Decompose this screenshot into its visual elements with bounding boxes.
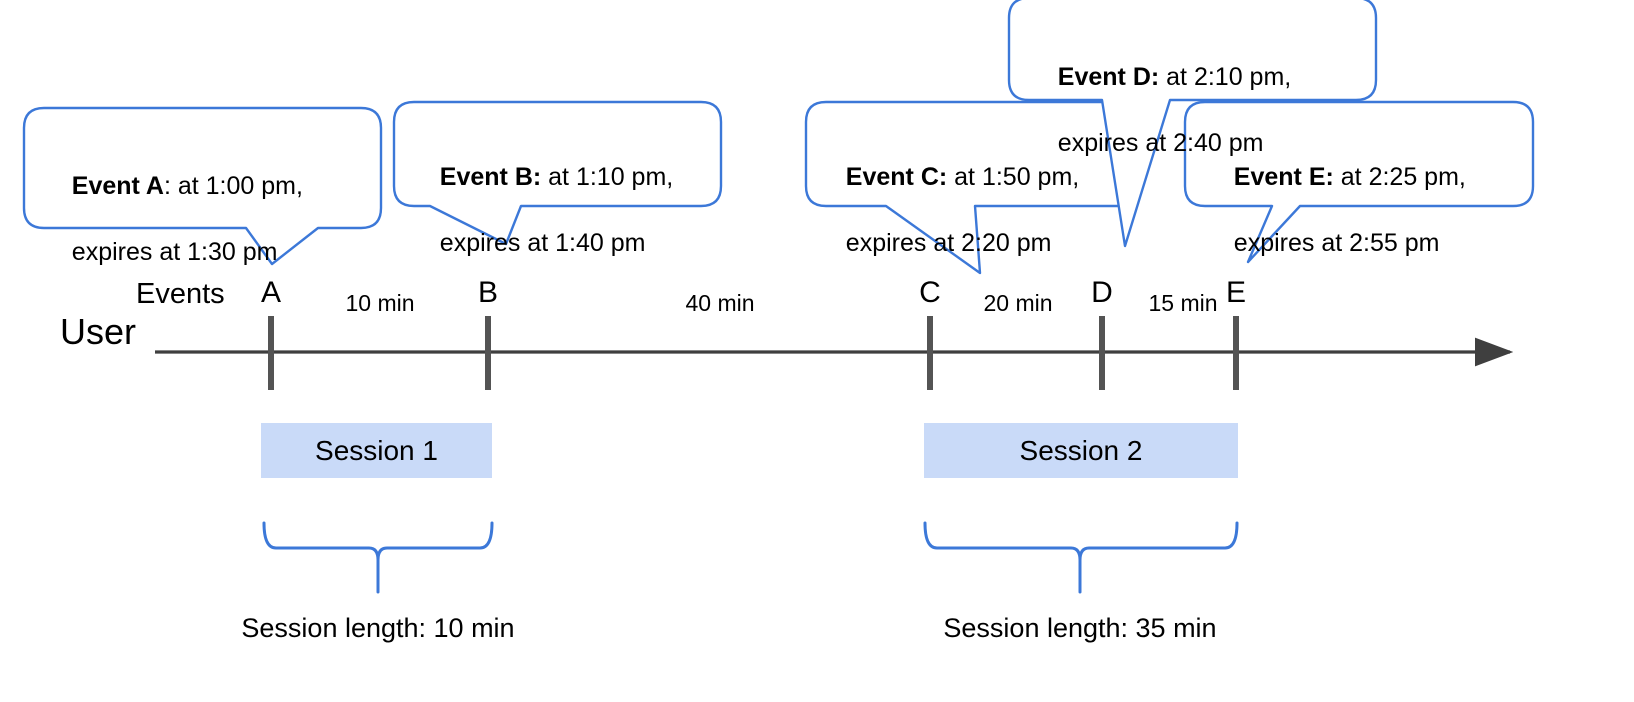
session-box-1: Session 1: [261, 423, 492, 478]
callout-a-line1: at 1:00 pm,: [177, 172, 303, 200]
callout-d-bold: Event D:: [1057, 63, 1160, 91]
event-letter-b: B: [477, 276, 498, 309]
brace-session-1: [262, 521, 494, 594]
events-row-label: Events: [136, 278, 225, 310]
callout-bubble-b: [392, 100, 723, 246]
callout-a-bold: Event A: [71, 172, 164, 200]
session-2-length-label: Session length: 35 min: [943, 613, 1217, 643]
callout-a-line2: expires at 1:30 pm: [71, 238, 278, 266]
callout-c-line2: expires at 2:20 pm: [845, 229, 1052, 257]
brace-session-2: [923, 521, 1239, 594]
gap-label-c-d: 20 min: [983, 290, 1053, 316]
callout-bubble-e: [1183, 100, 1535, 264]
event-letter-a: A: [260, 276, 281, 309]
gap-label-d-e: 15 min: [1148, 290, 1218, 316]
callout-e-line1: at 2:25 pm,: [1340, 163, 1466, 191]
callout-text-c: Event C: at 1:50 pm, expires at 2:20 pm: [818, 128, 1079, 293]
callout-c-bold: Event C:: [845, 163, 948, 191]
callout-text-e: Event E: at 2:25 pm, expires at 2:55 pm: [1206, 128, 1466, 293]
callout-d-line1: at 2:10 pm,: [1166, 63, 1292, 91]
callout-e-bold: Event E:: [1233, 163, 1334, 191]
event-letter-e: E: [1225, 276, 1246, 309]
session-2-label: Session 2: [1019, 434, 1143, 466]
callout-b-line2: expires at 1:40 pm: [439, 229, 646, 257]
callout-d-line2: expires at 2:40 pm: [1057, 129, 1264, 157]
event-letter-c: C: [919, 276, 941, 309]
callout-text-a: Event A: at 1:00 pm, expires at 1:30 pm: [44, 137, 303, 302]
callout-e-line2: expires at 2:55 pm: [1233, 229, 1440, 257]
callout-e-sep: [1334, 163, 1341, 191]
callout-text-d: Event D: at 2:10 pm, expires at 2:40 pm: [1030, 28, 1291, 193]
session-1-label: Session 1: [315, 434, 438, 466]
callout-b-bold: Event B:: [439, 163, 542, 191]
event-letter-d: D: [1091, 276, 1113, 309]
gap-label-b-c: 40 min: [685, 290, 755, 316]
callout-b-line1: at 1:10 pm,: [548, 163, 674, 191]
callout-text-b: Event B: at 1:10 pm, expires at 1:40 pm: [412, 128, 673, 293]
callout-bubble-d: [1007, 0, 1378, 248]
axis-label-user: User: [60, 311, 137, 352]
callout-bubble-a: [22, 106, 383, 266]
callout-a-sep: :: [163, 172, 178, 200]
session-1-length-label: Session length: 10 min: [241, 613, 515, 643]
callout-c-line1: at 1:50 pm,: [954, 163, 1080, 191]
gap-label-a-b: 10 min: [345, 290, 415, 316]
session-box-2: Session 2: [924, 423, 1238, 478]
